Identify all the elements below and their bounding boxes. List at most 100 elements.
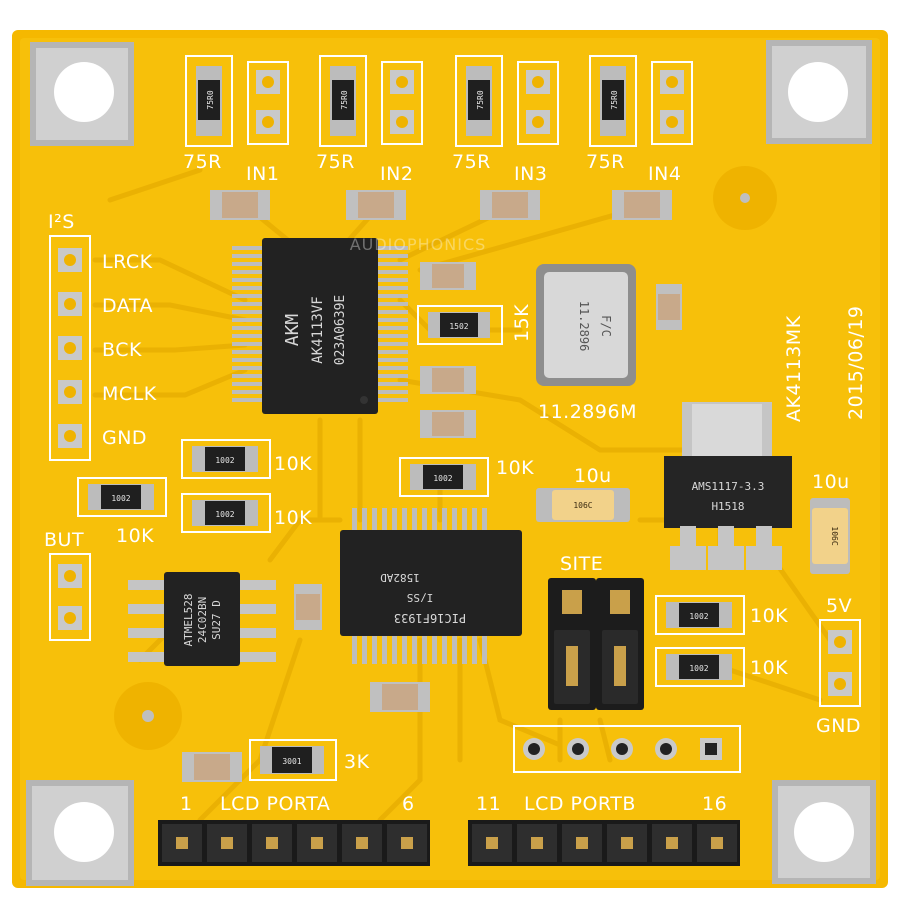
- cap-10u-b-mark: 106C: [830, 526, 839, 545]
- watermark: AUDIOPHONICS: [350, 235, 487, 254]
- cap-10u-a-label: 10u: [574, 465, 612, 487]
- res-15k-label: 15K: [511, 304, 533, 342]
- resistor-10k-e: 1002 10K: [655, 595, 788, 635]
- mcu-sub: I/SS: [407, 591, 434, 604]
- input-4: 75R0 75R IN4: [586, 55, 693, 185]
- button-header: BUT: [44, 529, 91, 641]
- site-jumpers: SITE: [548, 553, 644, 710]
- input-3-res-label: 75R: [452, 151, 491, 173]
- input-section: 75R0 75R IN1 75R0 75R IN2 75R0 75: [183, 55, 693, 185]
- i2s-label-data: DATA: [102, 295, 153, 317]
- porta-start: 1: [180, 793, 193, 815]
- input-2-res-mark: 75R0: [340, 90, 349, 109]
- i2s-label-gnd: GND: [102, 427, 147, 449]
- input-3-res-mark: 75R0: [476, 90, 485, 109]
- input-4-res-mark: 75R0: [610, 90, 619, 109]
- mount-hole-bottom-left: [54, 802, 114, 862]
- power-gnd-label: GND: [816, 715, 861, 737]
- res-10k-f-label: 10K: [750, 657, 788, 679]
- i2s-label-mclk: MCLK: [102, 383, 157, 405]
- res-10k-e-label: 10K: [750, 605, 788, 627]
- lcd-portb-header: [468, 820, 740, 866]
- resistor-3k: 3001 3K: [249, 739, 370, 781]
- input-2: 75R0 75R IN2: [316, 55, 423, 185]
- portb-name: LCD PORTB: [524, 793, 636, 815]
- resistor-10k-f: 1002 10K: [655, 647, 788, 687]
- ak4113-brand: AKM: [282, 314, 303, 347]
- site-label: SITE: [560, 553, 603, 575]
- cap-10u-b-label: 10u: [812, 471, 850, 493]
- resistor-10k-d: 1002 10K: [399, 457, 534, 497]
- porta-name: LCD PORTA: [220, 793, 330, 815]
- crystal-oscillator: 11.2896 F/C 11.2896M: [536, 264, 637, 423]
- res-10k-d-mark: 1002: [433, 474, 452, 483]
- eeprom-line2: 24C02BN: [196, 597, 209, 643]
- i2s-header: I²S LRCK DATA BCK MCLK GND: [48, 211, 157, 461]
- ak4113-part: AK4113VF: [310, 296, 326, 363]
- input-4-res-label: 75R: [586, 151, 625, 173]
- mount-hole-bottom-right: [794, 802, 854, 862]
- res-10k-e-mark: 1002: [689, 612, 708, 621]
- eeprom-line3: SU27 D: [210, 600, 223, 640]
- coupling-capacitors: [210, 190, 672, 220]
- res-10k-c-label: 10K: [116, 525, 154, 547]
- input-3-name: IN3: [514, 163, 547, 185]
- board-date: 2015/06/19: [845, 305, 867, 420]
- mcu-code: 1582AD: [380, 571, 420, 584]
- input-2-res-label: 75R: [316, 151, 355, 173]
- input-4-name: IN4: [648, 163, 681, 185]
- res-10k-a-mark: 1002: [215, 456, 234, 465]
- res-10k-b-label: 10K: [274, 507, 312, 529]
- portb-end: 16: [702, 793, 727, 815]
- input-2-name: IN2: [380, 163, 413, 185]
- resistor-10k-a: 1002 10K: [181, 439, 312, 479]
- input-1: 75R0 75R IN1: [183, 55, 289, 185]
- porta-end: 6: [402, 793, 415, 815]
- i2s-label-lrck: LRCK: [102, 251, 153, 273]
- cap-10u-a-mark: 106C: [573, 501, 592, 510]
- resistor-15k: 1502 15K: [417, 304, 533, 345]
- input-1-res-mark: 75R0: [206, 90, 215, 109]
- eeprom-chip: ATMEL528 24C02BN SU27 D: [128, 572, 276, 666]
- i2s-title: I²S: [48, 211, 75, 233]
- capacitor-10u-a: 10u 106C: [536, 465, 630, 522]
- res-3k-label: 3K: [344, 751, 370, 773]
- resistor-10k-b: 1002 10K: [181, 493, 312, 533]
- but-label: BUT: [44, 529, 84, 551]
- regulator-part: AMS1117-3.3: [692, 480, 765, 493]
- lcd-porta-header: [158, 820, 430, 866]
- res-10k-b-mark: 1002: [215, 510, 234, 519]
- ak4113-receiver-chip: AKM AK4113VF 023A0639E: [232, 238, 408, 414]
- pic16f1933-mcu: 1582AD I/SS PIC16F1933: [340, 508, 522, 664]
- crystal-mark: 11.2896: [577, 301, 591, 352]
- ams1117-regulator: AMS1117-3.3 H1518: [664, 402, 792, 570]
- res-15k-mark: 1502: [449, 322, 468, 331]
- input-3: 75R0 75R IN3: [452, 55, 559, 185]
- capacitor-10u-b: 10u 106C: [810, 471, 850, 574]
- mcu-part: PIC16F1933: [394, 611, 466, 625]
- board-model: AK4113MK: [783, 315, 805, 422]
- power-header: 5V GND: [816, 595, 861, 737]
- input-1-res-label: 75R: [183, 151, 222, 173]
- res-10k-d-label: 10K: [496, 457, 534, 479]
- lcd-port-labels: 1 LCD PORTA 6 11 LCD PORTB 16: [180, 793, 727, 815]
- program-header: [513, 725, 741, 773]
- eeprom-line1: ATMEL528: [182, 594, 195, 647]
- res-10k-c-mark: 1002: [111, 494, 130, 503]
- input-1-name: IN1: [246, 163, 279, 185]
- resistor-10k-c: 1002 10K: [77, 477, 167, 547]
- ak4113-code: 023A0639E: [333, 295, 348, 365]
- crystal-brand: F/C: [599, 315, 613, 337]
- power-5v-label: 5V: [826, 595, 852, 617]
- support-capacitors: [182, 262, 682, 782]
- res-10k-f-mark: 1002: [689, 664, 708, 673]
- i2s-label-bck: BCK: [102, 339, 142, 361]
- mount-hole-top-right: [788, 62, 848, 122]
- res-3k-mark: 3001: [282, 757, 301, 766]
- crystal-label: 11.2896M: [538, 401, 637, 423]
- mount-hole-top-left: [54, 62, 114, 122]
- regulator-code: H1518: [711, 500, 744, 513]
- portb-start: 11: [476, 793, 501, 815]
- res-10k-a-label: 10K: [274, 453, 312, 475]
